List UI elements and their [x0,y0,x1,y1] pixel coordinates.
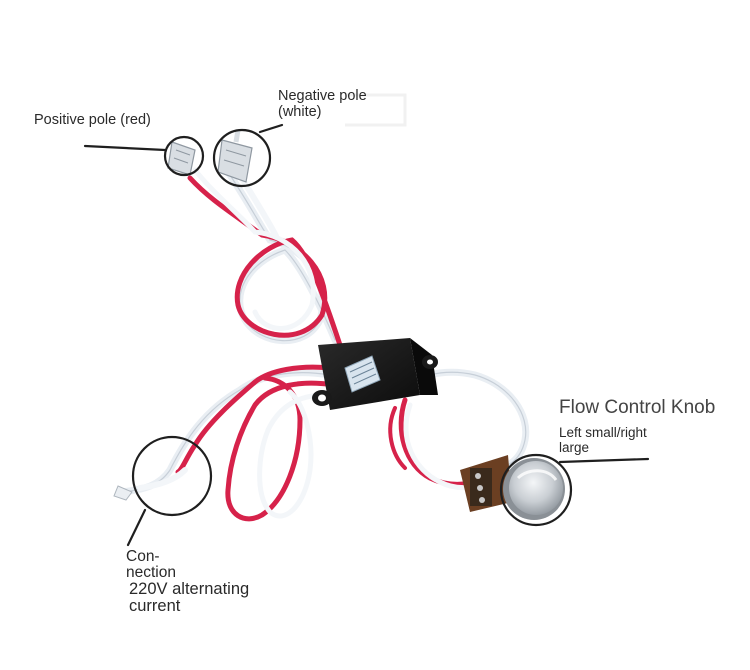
ac-wire-end-icon [113,485,133,501]
voltage-label: 220V alternating [129,580,250,598]
negative-pole-label: Negative pole [278,88,367,104]
knob-direction-label-cont: large [559,440,590,455]
negative-pole-leader-line [258,123,284,134]
connection-label-cont: nection [126,564,176,581]
knob-leader-line [558,457,650,464]
ac-connection-leader-line [126,508,147,547]
ac-connection-callout-circle [131,435,213,517]
faint-watermark-shape [345,93,407,127]
voltage-label-cont: current [129,597,181,615]
negative-pole-callout-circle [212,128,272,188]
connection-label: Con- [126,548,160,565]
lower-left-wire-bundle [116,364,338,522]
positive-pole-leader-line [83,144,167,152]
negative-terminal-connector-icon [217,129,253,183]
annotation-marks [83,123,650,547]
rotary-knob-icon [460,455,565,520]
flow-control-knob-label: Flow Control Knob [559,397,716,418]
black-driver-module-icon [312,338,438,410]
negative-pole-label-color: (white) [278,104,322,120]
knob-direction-label: Left small/right [559,425,647,440]
positive-pole-label: Positive pole (red) [34,112,151,128]
positive-pole-callout-circle [163,135,205,177]
knob-callout-circle [499,453,573,527]
